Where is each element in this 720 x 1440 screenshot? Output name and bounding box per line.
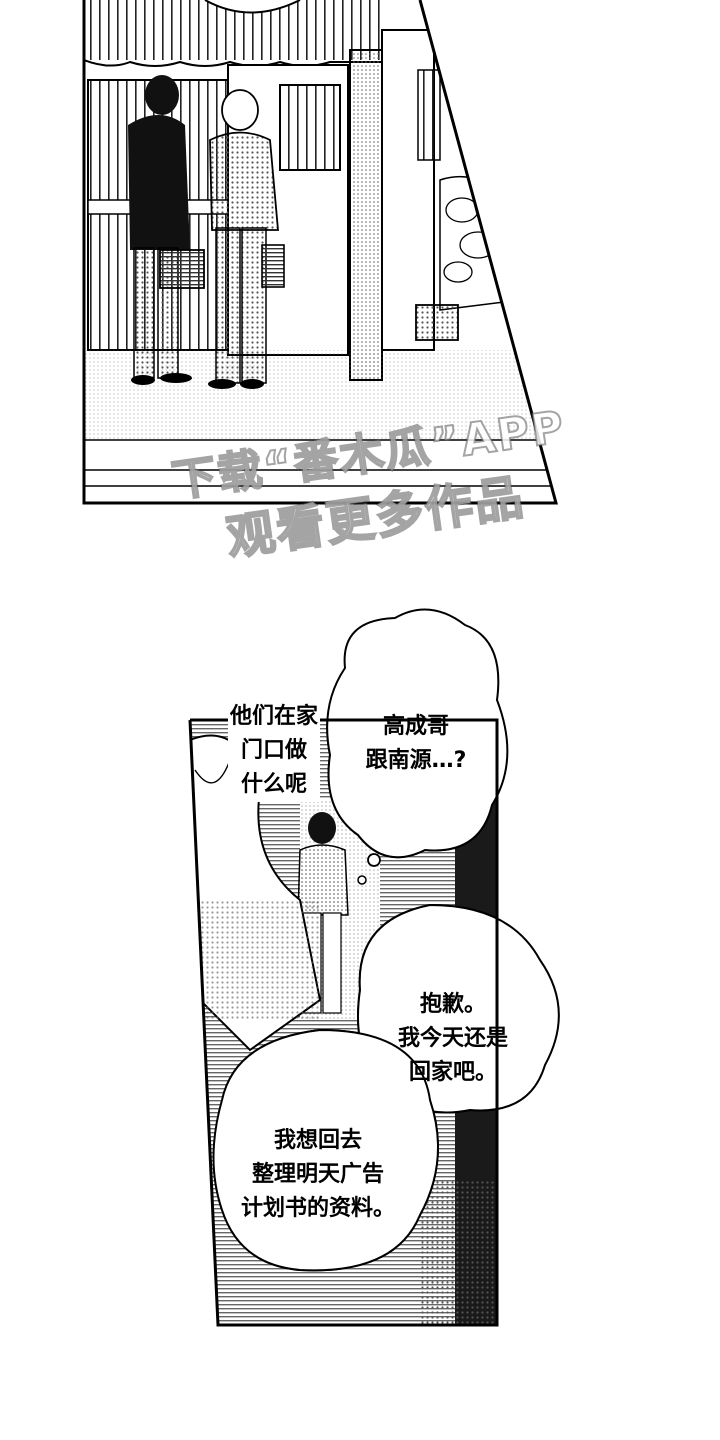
side-caption-line-3: 什么呢 <box>241 772 308 797</box>
man-light-hair <box>208 89 285 389</box>
side-caption-line-2: 门口做 <box>241 738 308 763</box>
apology-line-3: 回家吧。 <box>408 1060 497 1085</box>
apology-line-1: 抱歉。 <box>419 992 486 1017</box>
side-caption: 他们在家 门口做 什么呢 <box>228 700 321 802</box>
thought-line-2: 跟南源…? <box>365 748 467 773</box>
reason-line-3: 计划书的资料。 <box>240 1196 395 1221</box>
thought-bubble-text: 高成哥 跟南源…? <box>352 710 480 778</box>
top-panel-border <box>82 0 558 505</box>
bubble-remnant <box>204 0 301 14</box>
reason-bubble-text: 我想回去 整理明天广告 计划书的资料。 <box>218 1124 418 1226</box>
reason-line-1: 我想回去 <box>273 1128 362 1153</box>
man-dark-suit <box>128 75 205 385</box>
apology-line-2: 我今天还是 <box>397 1026 508 1051</box>
side-caption-line-1: 他们在家 <box>230 704 319 729</box>
thought-line-1: 高成哥 <box>382 714 449 739</box>
reason-line-2: 整理明天广告 <box>251 1162 384 1187</box>
apology-bubble-text: 抱歉。 我今天还是 回家吧。 <box>378 988 528 1090</box>
foreground-figure <box>190 734 322 1052</box>
bottom-panel-border <box>188 718 499 1327</box>
